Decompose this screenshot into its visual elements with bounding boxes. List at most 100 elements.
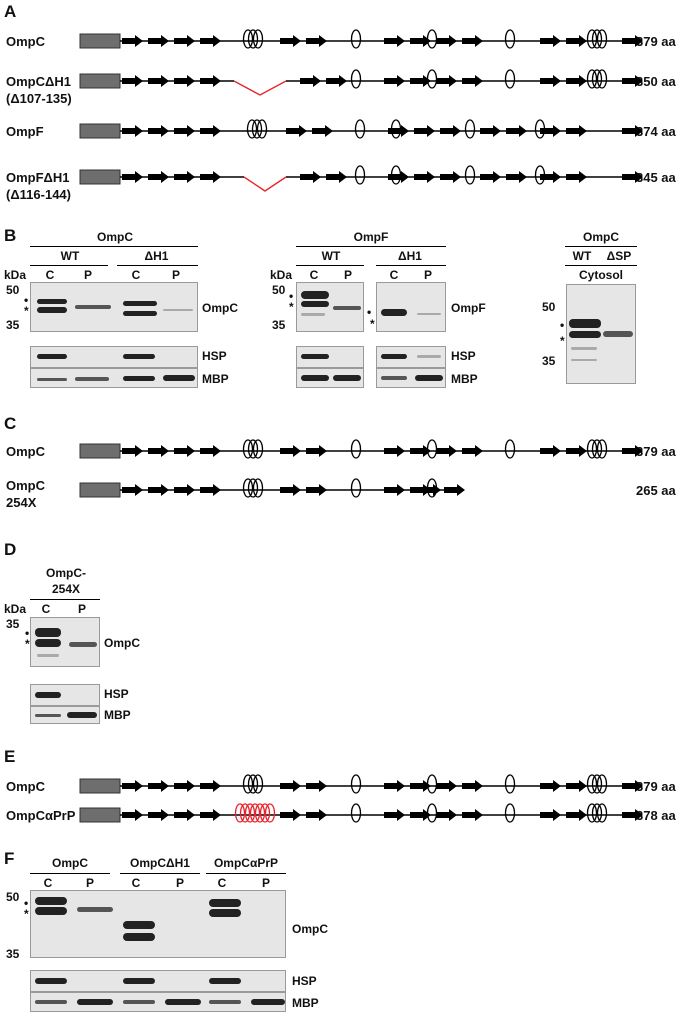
e-ompc-strand-6 <box>384 780 405 792</box>
length-ompc: 379 aa <box>636 34 676 49</box>
f-mbp <box>30 992 286 1012</box>
a-ompf-dh1-strand-4 <box>300 171 321 183</box>
blot2-hsp-label: HSP <box>451 349 476 363</box>
a-ompf-dh1-strand-5 <box>326 171 347 183</box>
c-ompc-strand-8 <box>436 445 457 457</box>
a-ompf-dh1-strand-9 <box>480 171 501 183</box>
c-ompc-strand-11 <box>566 445 587 457</box>
e-prp-strand-5 <box>306 809 327 821</box>
e-prp-strand-9 <box>462 809 483 821</box>
c-row-sub-254x: 254X <box>6 495 37 510</box>
blot3-group-dsp: ΔSP <box>606 249 632 263</box>
c-ompc-helix-1 <box>350 439 362 459</box>
d-kda: kDa <box>4 602 27 616</box>
d-lane-2: P <box>77 602 86 616</box>
blot1-hsp-label: HSP <box>202 349 227 363</box>
length-ompc-dh1: 350 aa <box>636 74 676 89</box>
c-ompc-c-term <box>622 445 643 457</box>
blot1-lane-1: C <box>45 268 55 282</box>
blot1-marker-35: 35 <box>6 318 20 332</box>
a-ompc-dh1-strand-10 <box>540 75 561 87</box>
a-ompc-strand-3 <box>200 35 221 47</box>
a-ompf-dh1-strand-11 <box>540 171 561 183</box>
e-prp-strand-2 <box>174 809 195 821</box>
row-label-ompc: OmpC <box>6 34 45 49</box>
blot2-group-wt: WT <box>321 249 341 263</box>
a-ompf-dh1-helix-3 <box>534 165 546 185</box>
a-ompc-strand-1 <box>148 35 169 47</box>
c-ompc-helix-0 <box>252 439 264 459</box>
e-ompc-strand-0 <box>122 780 143 792</box>
a-ompc-strand-5 <box>306 35 327 47</box>
blot2-title: OmpF <box>353 230 389 244</box>
d-hsp-label: HSP <box>104 687 129 701</box>
c-ompc-strand-2 <box>174 445 195 457</box>
c-row-label-254x: OmpC <box>6 478 45 493</box>
a-ompc-dh1-deletion <box>233 80 287 96</box>
e-prp-strand-4 <box>280 809 301 821</box>
a-ompf-dh1-signal-box <box>79 169 121 185</box>
e-ompc-strand-1 <box>148 780 169 792</box>
c-254x-helix-0 <box>247 478 259 498</box>
a-ompf-helix-3 <box>464 119 476 139</box>
panel-letter-d: D <box>4 540 17 559</box>
a-ompf-strand-1 <box>148 125 169 137</box>
a-ompf-helix-1 <box>354 119 366 139</box>
e-prp-c-term <box>622 809 643 821</box>
row-label-ompf-dh1: OmpFΔH1 <box>6 170 70 185</box>
blot1-title: OmpC <box>97 230 133 244</box>
c-row-label-ompc: OmpC <box>6 444 45 459</box>
a-ompc-helix-0 <box>252 29 264 49</box>
e-row-label-prp: OmpCαPrP <box>6 808 76 823</box>
a-ompc-strand-0 <box>122 35 143 47</box>
e-prp-helix-0 <box>264 803 276 823</box>
a-ompc-dh1-c-term <box>622 75 643 87</box>
f-group-dh1: OmpCΔH1 <box>130 856 190 870</box>
c-ompc-strand-1 <box>148 445 169 457</box>
f-star1: * <box>24 907 29 921</box>
a-ompc-dh1-strand-2 <box>174 75 195 87</box>
e-prp-helix-3 <box>504 803 516 823</box>
a-ompf-strand-0 <box>122 125 143 137</box>
e-prp-helix-0 <box>249 803 261 823</box>
blot1-lane-4: P <box>171 268 180 282</box>
blot2-main-wt <box>296 282 364 332</box>
blot1-group-dh1: ΔH1 <box>144 249 169 263</box>
a-ompf-strand-10 <box>506 125 527 137</box>
blot1-protein: OmpC <box>202 301 238 315</box>
blot2-mbp-wt <box>296 368 364 388</box>
a-ompf-helix-0 <box>251 119 263 139</box>
a-ompc-c-term <box>622 35 643 47</box>
blot2-lane-2: P <box>343 268 352 282</box>
blot2-marker-50: 50 <box>272 283 286 297</box>
a-ompf-strand-8 <box>440 125 461 137</box>
blot3-marker-35: 35 <box>542 354 556 368</box>
c-ompc-strand-6 <box>384 445 405 457</box>
blot2-mbp-dh1 <box>376 368 446 388</box>
blot1-mbp-label: MBP <box>202 372 229 386</box>
blot2-lane-3: C <box>389 268 399 282</box>
blot2-lane-4: P <box>423 268 432 282</box>
blot3-group-wt: WT <box>572 249 592 263</box>
e-ompc-strand-11 <box>566 780 587 792</box>
c-254x-strand-0 <box>122 484 143 496</box>
e-ompc-helix-0 <box>242 774 254 794</box>
e-prp-signal-box <box>79 807 121 823</box>
f-marker-35: 35 <box>6 947 20 961</box>
blot2-star: * <box>289 300 294 314</box>
a-ompc-dh1-gap <box>234 77 286 85</box>
e-prp-strand-8 <box>436 809 457 821</box>
c-ompc-helix-4 <box>596 439 608 459</box>
c-254x-c-term <box>444 484 465 496</box>
d-title: OmpC- <box>46 566 86 580</box>
a-ompc-dh1-strand-8 <box>436 75 457 87</box>
blot1-mbp <box>30 368 198 388</box>
e-ompc-strand-3 <box>200 780 221 792</box>
blot3-title: OmpC <box>583 230 619 244</box>
c-ompc-signal-box <box>79 443 121 459</box>
c-ompc-helix-3 <box>504 439 516 459</box>
blot2-mbp-label: MBP <box>451 372 478 386</box>
c-ompc-strand-9 <box>462 445 483 457</box>
e-ompc-helix-2 <box>426 774 438 794</box>
d-protein: OmpC <box>104 636 140 650</box>
